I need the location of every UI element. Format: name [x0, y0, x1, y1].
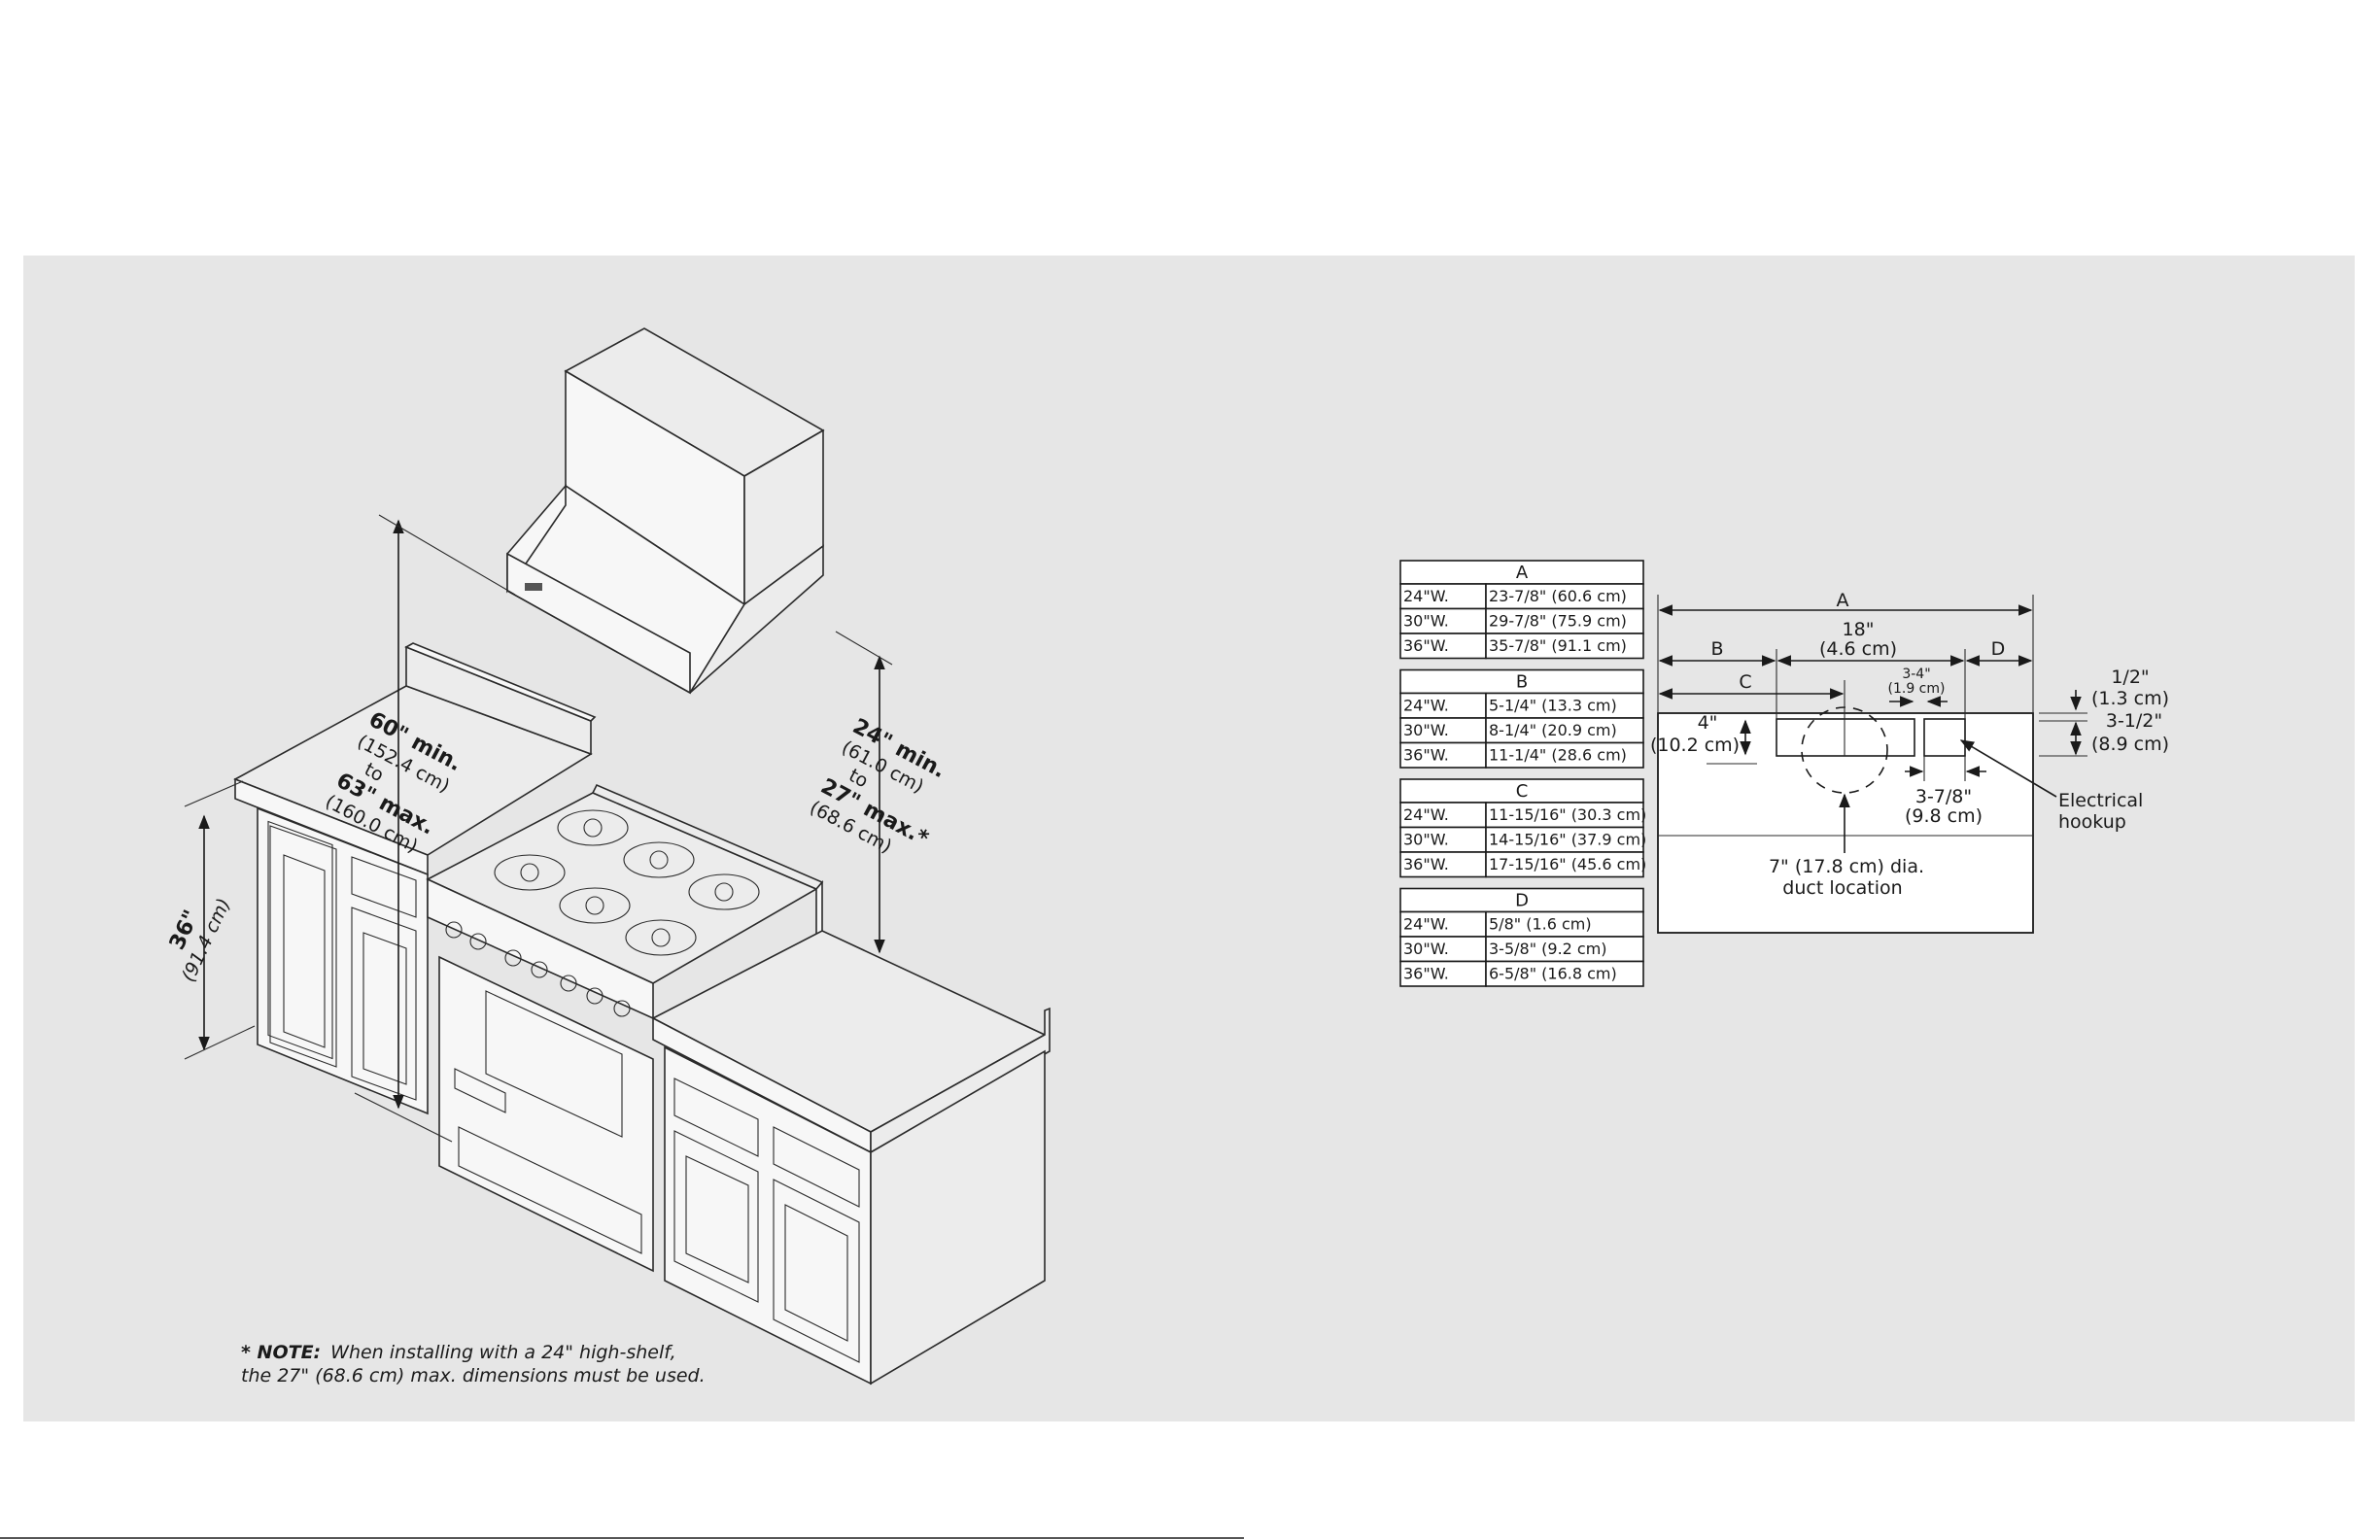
table-dimension-value: 5-1/4" (13.3 cm): [1489, 697, 1617, 715]
table-cell: [1485, 633, 1644, 660]
table-cell: [1399, 633, 1487, 660]
table-header: C: [1516, 781, 1529, 802]
plan-gap: 3-4": [1902, 667, 1930, 682]
table-header: D: [1515, 891, 1529, 911]
plan-depth-4-cm: (10.2 cm): [1650, 735, 1740, 756]
plan-half-cm: (1.3 cm): [2091, 688, 2169, 709]
table-header-cell: [1399, 668, 1644, 695]
table-width-label: 24"W.: [1403, 587, 1449, 605]
plan-label-d: D: [1991, 638, 2006, 660]
table-dimension-value: 5/8" (1.6 cm): [1489, 915, 1592, 934]
plan-gap-cm: (1.9 cm): [1888, 681, 1946, 697]
table-width-label: 24"W.: [1403, 915, 1449, 934]
plan-label-a: A: [1837, 590, 1849, 611]
table-cell: [1485, 960, 1644, 987]
table-width-label: 36"W.: [1403, 636, 1449, 655]
isometric-kitchen-drawing: 36" (91.4 cm) 60" min. (152.4 cm) to 63"…: [165, 327, 1051, 1386]
plan-duct-2: duct location: [1782, 877, 1902, 899]
table-cell: [1485, 607, 1644, 634]
plan-width-18: 18": [1843, 619, 1875, 640]
table-width-label: 24"W.: [1403, 697, 1449, 715]
plan-three-half: 3-1/2": [2106, 710, 2162, 732]
plan-three78: 3-7/8": [1915, 786, 1972, 807]
table-dimension-value: 6-5/8" (16.8 cm): [1489, 965, 1617, 983]
table-cell: [1485, 741, 1644, 769]
dimension-table-a: A 24"W. 23-7/8" (60.6 cm) 30"W. 29-7/8" (75.…: [1399, 560, 1644, 660]
table-width-label: 30"W.: [1403, 940, 1449, 958]
dimension-lines-iso: [184, 514, 893, 1143]
duct-opening: [1776, 718, 1915, 757]
table-cell: [1485, 717, 1644, 744]
dimension-table-b: B 24"W. 5-1/4" (13.3 cm) 30"W. 8-1/4" (20.9 …: [1399, 668, 1644, 769]
plan-width-18-cm: (4.6 cm): [1819, 638, 1897, 660]
plan-electrical-1: Electrical: [2058, 790, 2143, 811]
plan-label-c: C: [1739, 671, 1751, 693]
note-line-1: When installing with a 24" high-shelf,: [330, 1342, 675, 1363]
svg-text:* NOTE:When installing with a: * NOTE: When installing with a 24" high-s…: [241, 1342, 676, 1363]
table-dimension-value: 14-15/16" (37.9 cm): [1489, 831, 1646, 849]
left-counter: [233, 642, 597, 1115]
plan-three-half-cm: (8.9 cm): [2091, 734, 2169, 755]
table-cell: [1399, 851, 1487, 878]
bottom-rule: [0, 1537, 1244, 1539]
plan-three78-cm: (9.8 cm): [1905, 805, 1983, 827]
table-width-label: 30"W.: [1403, 721, 1449, 739]
table-dimension-value: 11-15/16" (30.3 cm): [1489, 805, 1646, 824]
dimension-table-c: C 24"W. 11-15/16" (30.3 cm) 30"W. 14-15/16" …: [1399, 778, 1646, 878]
dimension-table-d: D 24"W. 5/8" (1.6 cm) 30"W. 3-5/8" (9.2 cm) 3…: [1399, 887, 1644, 987]
table-header: A: [1516, 563, 1529, 583]
table-dimension-value: 29-7/8" (75.9 cm): [1489, 612, 1627, 631]
table-cell: [1399, 910, 1487, 938]
table-cell: [1399, 936, 1487, 963]
plan-electrical-2: hookup: [2058, 811, 2126, 833]
table-dimension-value: 23-7/8" (60.6 cm): [1489, 587, 1627, 605]
dimension-tables: A 24"W. 23-7/8" (60.6 cm) 30"W. 29-7/8" (75.…: [1399, 560, 1646, 987]
table-cell: [1485, 826, 1644, 853]
table-width-label: 36"W.: [1403, 965, 1449, 983]
table-header: B: [1516, 672, 1528, 693]
note-label: * NOTE:: [241, 1342, 321, 1363]
range-hood: [505, 327, 825, 695]
table-dimension-value: 17-15/16" (45.6 cm): [1489, 855, 1646, 873]
range: [426, 783, 824, 1273]
table-width-label: 36"W.: [1403, 855, 1449, 873]
table-dimension-value: 8-1/4" (20.9 cm): [1489, 721, 1617, 739]
table-dimension-value: 35-7/8" (91.1 cm): [1489, 636, 1627, 655]
table-cell: [1485, 851, 1644, 878]
installation-note: * NOTE: When installing with a 24" high-s…: [241, 1342, 706, 1386]
table-width-label: 30"W.: [1403, 612, 1449, 631]
table-width-label: 36"W.: [1403, 746, 1449, 765]
right-counter: [651, 930, 1051, 1386]
electrical-box: [1923, 718, 1966, 757]
plan-label-b: B: [1710, 638, 1723, 660]
table-header-cell: [1399, 887, 1644, 913]
plan-depth-4: 4": [1698, 712, 1718, 734]
table-dimension-value: 11-1/4" (28.6 cm): [1489, 746, 1627, 765]
table-dimension-value: 3-5/8" (9.2 cm): [1489, 940, 1607, 958]
note-line-2: the 27" (68.6 cm) max. dimensions must b…: [241, 1365, 706, 1386]
table-header-cell: [1399, 778, 1644, 804]
plan-half: 1/2": [2111, 667, 2149, 688]
table-cell: [1485, 910, 1644, 938]
plan-duct-1: 7" (17.8 cm) dia.: [1769, 856, 1924, 877]
table-width-label: 30"W.: [1403, 831, 1449, 849]
table-cell: [1485, 802, 1644, 829]
table-width-label: 24"W.: [1403, 805, 1449, 824]
hood-plan-view: A 18" (4.6 cm) B D C 3-4" (1.9 cm) 4" (1…: [1650, 590, 2169, 934]
